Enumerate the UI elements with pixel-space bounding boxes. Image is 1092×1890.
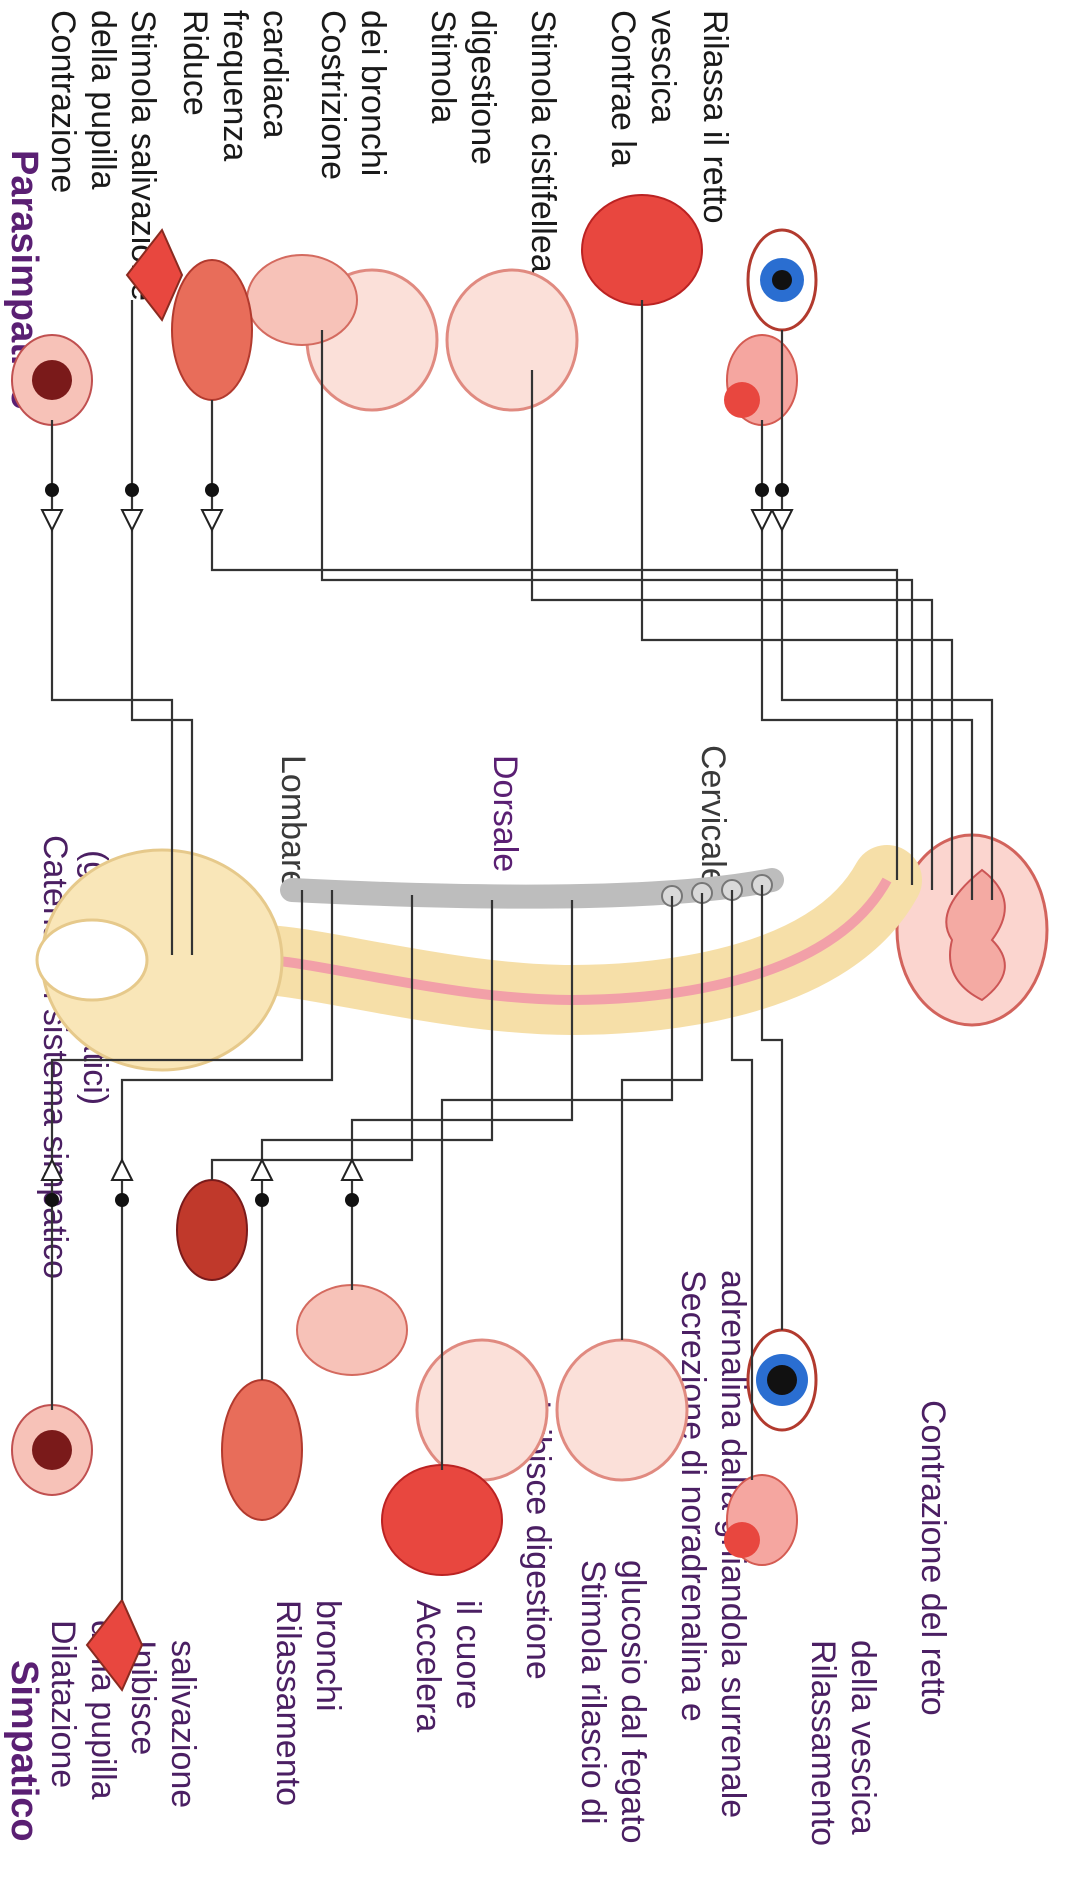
para-heart-line-2: frequenza: [216, 10, 254, 161]
symp-eye-icon: [748, 1330, 816, 1430]
symp-adrenal-line-1: Secrezione di noradrenalina e: [674, 1270, 712, 1722]
symp-bladder-line-2: della vescica: [844, 1640, 882, 1835]
para-bronchi-line-2: dei bronchi: [354, 10, 392, 176]
symp-glucose-line-1: Stimola rilascio di: [574, 1560, 612, 1825]
para-salivary-gland-icon: [724, 335, 797, 425]
para-heart-icon: [582, 195, 702, 305]
symp-bronchi-line-1: Rilassamento: [269, 1600, 307, 1806]
symp-bronchi-line-2: bronchi: [309, 1600, 347, 1712]
region-dorsal-label: Dorsale: [486, 755, 524, 872]
symp-label-bronchi: Rilassamento bronchi: [269, 1600, 347, 1806]
symp-label-bladder: Rilassamento della vescica: [804, 1640, 882, 1846]
spine: [37, 835, 1047, 1070]
para-pupil-line-2: della pupilla: [84, 10, 122, 190]
symp-heart-line-2: il cuore: [449, 1600, 487, 1710]
symp-rectum-label: Contrazione del retto: [914, 1400, 952, 1716]
symp-pupil-line-1: Dilatazione: [44, 1620, 82, 1788]
para-bladder-line-1: Contrae la: [604, 10, 642, 167]
symp-rectum-icon: [12, 1405, 92, 1495]
symp-label-glucose: Stimola rilascio di glucosio dal fegato: [574, 1560, 652, 1844]
symp-salivation-line-2: salivazione: [164, 1640, 202, 1808]
region-cervical-label: Cervicale: [694, 745, 732, 887]
sympathetic-heading: Simpatico: [3, 1660, 45, 1842]
sympathetic-ganglia-chain: [292, 875, 772, 906]
para-eye-icon: [748, 230, 816, 330]
para-label-digestion: Stimola digestione: [424, 10, 502, 165]
para-stomach-icon: [247, 255, 357, 345]
para-bladder-line-2: vescica: [644, 10, 682, 123]
para-heart-line-1: Riduce: [176, 10, 214, 116]
symp-label-salivation: Inibisce salivazione: [124, 1640, 202, 1808]
para-rectum-label: Rilassa il retto: [696, 10, 734, 224]
symp-bladder-line-1: Rilassamento: [804, 1640, 842, 1846]
para-liver-icon: [172, 260, 252, 400]
para-digestion-line-2: digestione: [464, 10, 502, 165]
symp-stomach-icon: [297, 1285, 407, 1375]
symp-liver-icon: [222, 1380, 302, 1520]
para-label-pupil: Contrazione della pupilla: [44, 10, 122, 193]
region-lumbar-label: Lombare: [274, 755, 312, 889]
para-bronchi-line-1: Costrizione: [314, 10, 352, 180]
para-pupil-line-1: Contrazione: [44, 10, 82, 193]
para-digestion-line-1: Stimola: [424, 10, 462, 123]
para-heart-line-3: cardiaca: [256, 10, 294, 139]
para-rectum-icon: [12, 335, 92, 425]
symp-glucose-line-2: glucosio dal fegato: [614, 1560, 652, 1844]
para-label-heart: Riduce frequenza cardiaca: [176, 10, 294, 161]
para-label-bronchi: Costrizione dei bronchi: [314, 10, 392, 180]
symp-heart-line-1: Accelera: [409, 1600, 447, 1732]
para-gallbladder-label: Stimola cistifellea: [524, 10, 562, 273]
symp-label-heart: Accelera il cuore: [409, 1600, 487, 1732]
symp-adrenal-kidney-icon: [177, 1180, 247, 1280]
para-label-bladder: Contrae la vescica: [604, 10, 682, 167]
symp-heart-icon: [382, 1465, 502, 1575]
